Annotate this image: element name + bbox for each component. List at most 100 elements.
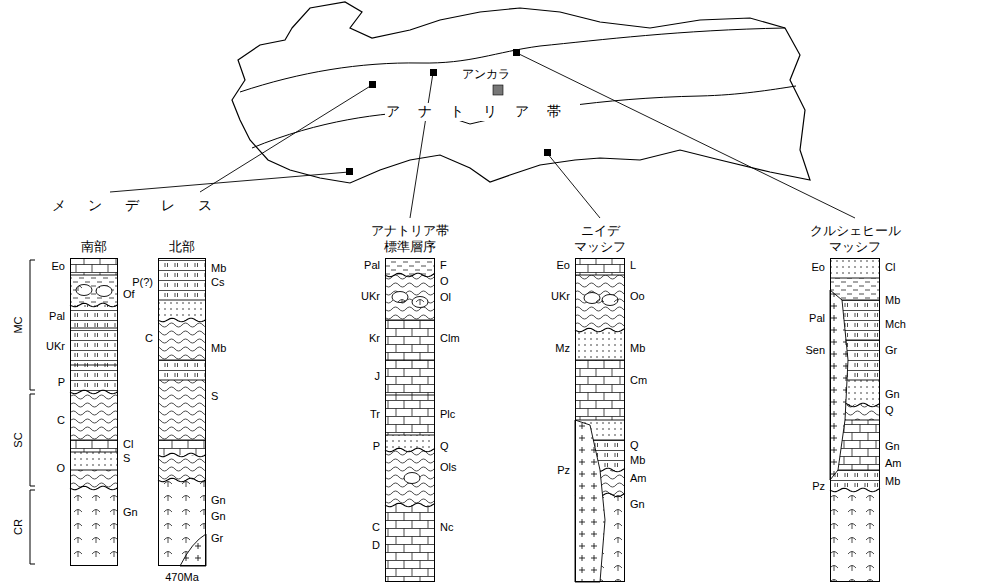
rock-layer — [158, 300, 206, 320]
formation-label: Mb — [629, 454, 646, 466]
layer-boundary — [575, 420, 625, 421]
column-heading: 北部 — [169, 239, 195, 255]
belt-boundary — [240, 28, 785, 92]
layer-boundary — [385, 320, 435, 321]
column-heading: クルシェヒール マッシフ — [810, 223, 901, 256]
column-body — [575, 258, 625, 582]
rock-layer — [158, 258, 206, 300]
formation-label: Gn — [122, 506, 139, 518]
rock-layer — [70, 470, 118, 488]
formation-label: S — [210, 390, 219, 402]
layer-boundary — [70, 452, 118, 453]
unconformity — [70, 390, 118, 394]
unconformity — [830, 488, 880, 492]
bracket — [30, 260, 35, 564]
rock-layer — [575, 258, 625, 275]
formation-label: Nc — [439, 521, 454, 533]
formation-label: Of — [122, 288, 136, 300]
layer-boundary — [158, 440, 206, 441]
layer-boundary — [70, 275, 118, 276]
formation-label: Cl — [122, 438, 134, 450]
unconformity — [158, 453, 206, 457]
column-frame: 北部 — [158, 258, 206, 566]
unconformity — [385, 448, 435, 452]
formation-label: O — [439, 275, 450, 287]
formation-label: L — [629, 259, 637, 271]
formation-label: Pal — [363, 259, 381, 271]
layer-boundary — [70, 440, 118, 441]
formation-label: Eo — [556, 259, 571, 271]
column-frame: クルシェヒール マッシフ — [830, 258, 880, 582]
block-inclusion — [404, 473, 420, 484]
rock-layer — [70, 365, 118, 392]
layer-boundary — [70, 470, 118, 471]
formation-label: 470Ma — [164, 571, 200, 583]
unconformity — [158, 318, 206, 322]
formation-label: Q — [629, 439, 640, 451]
unit-bracket-label: CR — [12, 518, 24, 536]
formation-label: Gn — [629, 498, 646, 510]
rock-layer — [575, 330, 625, 360]
formation-label: Eo — [51, 260, 66, 272]
layer-boundary — [70, 365, 118, 366]
formation-label: Ols — [439, 461, 458, 473]
rock-layer — [575, 275, 625, 330]
rock-layer — [158, 480, 206, 566]
block-inclusion — [584, 293, 600, 304]
rock-layer — [385, 258, 435, 275]
layer-boundary — [70, 328, 118, 329]
unconformity — [158, 478, 206, 482]
rock-layer — [70, 275, 118, 305]
formation-label: Mb — [884, 294, 901, 306]
formation-label: Ol — [439, 291, 452, 303]
rock-layer — [70, 452, 118, 470]
layer-boundary — [158, 360, 206, 361]
layer-boundary — [385, 435, 435, 436]
granite-intrusion — [180, 534, 206, 566]
formation-label: UKr — [45, 340, 66, 352]
formation-label: S — [122, 452, 131, 464]
location-square — [430, 69, 437, 76]
unconformity — [70, 303, 118, 307]
column-frame: ニイデ マッシフ — [575, 258, 625, 582]
rock-layer — [70, 392, 118, 440]
unconformity — [385, 503, 435, 507]
formation-label: P — [57, 376, 66, 388]
column-body — [830, 258, 880, 582]
belt-boundary — [252, 86, 796, 148]
formation-label: D — [371, 539, 381, 551]
formation-label: Am — [884, 457, 903, 469]
formation-label: C — [56, 414, 66, 426]
block-inclusion — [96, 286, 112, 297]
formation-label: F — [439, 259, 448, 271]
leader-line — [517, 53, 855, 218]
formation-label: UKr — [360, 290, 381, 302]
rock-layer — [385, 450, 435, 505]
formation-label: Gr — [210, 532, 224, 544]
formation-label: UKr — [550, 290, 571, 302]
leader-lines — [110, 53, 855, 218]
formation-label: Am — [629, 472, 648, 484]
formation-label: Gn — [884, 388, 901, 400]
rock-layer — [385, 505, 435, 582]
rock-layer — [70, 258, 118, 275]
block-inclusion — [76, 285, 92, 296]
formation-label: J — [374, 370, 382, 382]
leader-line — [200, 85, 372, 192]
leader-line — [110, 172, 349, 192]
formation-label: Mb — [629, 342, 646, 354]
rock-layer — [385, 395, 435, 435]
column-body — [158, 258, 206, 566]
leader-line — [547, 153, 600, 218]
rock-layer — [70, 305, 118, 328]
column-body — [70, 258, 118, 566]
formation-label: Cs — [210, 276, 225, 288]
formation-label: Sen — [804, 344, 826, 356]
granite-intrusion — [830, 290, 848, 480]
formation-label: O — [55, 462, 66, 474]
formation-label: Cl — [884, 261, 896, 273]
formation-label: Eo — [811, 261, 826, 273]
rock-layer — [158, 360, 206, 380]
map-label: アンカラ — [461, 66, 511, 83]
